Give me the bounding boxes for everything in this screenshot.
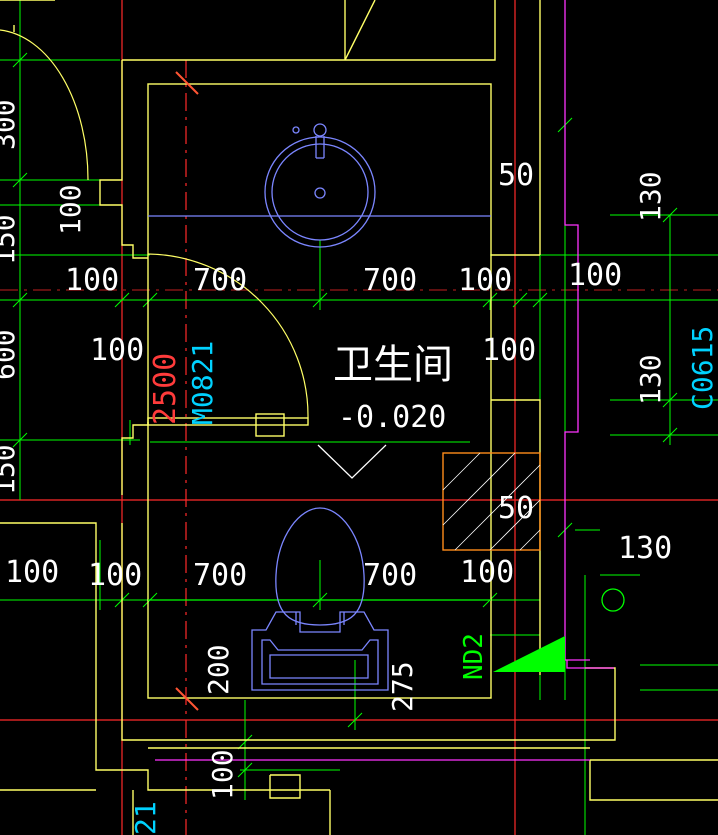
dim-label: 700 — [193, 263, 247, 298]
door-swing-arc — [0, 29, 89, 181]
fixtures — [148, 123, 491, 691]
dim-label-vertical: 100 — [54, 184, 87, 235]
door-code-label: M0821 — [186, 341, 219, 425]
dim-label: 100 — [5, 555, 59, 590]
floor-drain-label: ND2 — [459, 633, 489, 680]
dim-label: 700 — [363, 263, 417, 298]
room-elevation: -0.020 — [338, 400, 446, 435]
dim-label: 100 — [460, 555, 514, 590]
door-leaf — [147, 417, 309, 426]
corner-mark — [175, 687, 199, 711]
washbasin — [264, 123, 376, 248]
door-height-label: 2500 — [148, 353, 183, 425]
dim-label-vertical: 150 — [0, 214, 21, 265]
toilet — [251, 507, 389, 691]
dim-label: 700 — [193, 558, 247, 593]
slope-arrow — [317, 444, 387, 479]
dim-label-vertical: 100 — [206, 749, 239, 800]
dim-label: 100 — [90, 333, 144, 368]
partial-label: 21 — [129, 801, 162, 835]
dim-label: 100 — [482, 333, 536, 368]
dim-label: 700 — [363, 558, 417, 593]
dim-label-vertical: 275 — [386, 661, 419, 712]
floor-drain-fill — [493, 636, 565, 672]
dim-label: 100 — [65, 263, 119, 298]
drain-symbol-circle — [601, 588, 625, 612]
dim-label: 50 — [498, 158, 534, 193]
dim-label: 100 — [88, 558, 142, 593]
dim-label-vertical: 200 — [202, 644, 235, 695]
window-code-label: C0615 — [686, 326, 718, 410]
dim-label-vertical: 300 — [0, 99, 21, 150]
dim-label-vertical: 130 — [634, 171, 667, 222]
room-name: 卫生间 — [333, 342, 453, 388]
dim-label-vertical: 150 — [0, 444, 21, 495]
dim-label: 50 — [498, 491, 534, 526]
door-swing-arc — [147, 253, 309, 419]
annotations: 卫生间 -0.020 100 700 700 100 100 100 100 1… — [0, 99, 718, 835]
dim-label: 100 — [568, 258, 622, 293]
dim-label-vertical: 130 — [634, 354, 667, 405]
room-outline — [147, 83, 492, 699]
dim-label-vertical: 600 — [0, 329, 21, 380]
dim-label: 100 — [458, 263, 512, 298]
column-hatched — [442, 452, 541, 551]
corner-mark — [175, 71, 199, 95]
dim-label: 130 — [618, 531, 672, 566]
door-handle — [255, 413, 285, 437]
